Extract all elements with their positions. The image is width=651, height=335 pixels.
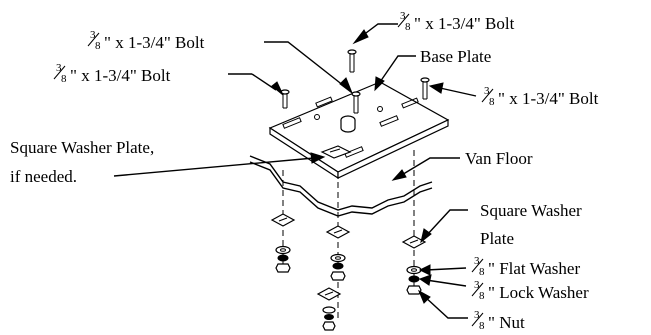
flat-washer: [330, 253, 346, 263]
label-nut: 3 8 " Nut: [471, 309, 525, 332]
nut: [322, 321, 336, 331]
flat-washer: [275, 245, 291, 255]
base-plate-slot: [401, 97, 419, 109]
bolt-right: [420, 77, 430, 100]
label-lock-washer: 3 8 " Lock Washer: [471, 279, 589, 302]
lock-washer: [324, 314, 334, 320]
svg-text:" Lock Washer: " Lock Washer: [488, 283, 589, 302]
base-plate-hole: [314, 114, 320, 120]
nut: [330, 271, 346, 281]
svg-text:3: 3: [56, 62, 62, 74]
base-plate-slot: [282, 117, 302, 129]
svg-text:3: 3: [474, 309, 480, 321]
base-plate: [268, 81, 450, 180]
svg-text:3: 3: [400, 10, 406, 22]
base-plate-slot: [315, 96, 333, 108]
label-bolt-upper-left: 3 8 " x 1-3/4" Bolt: [87, 29, 205, 52]
lock-washer: [408, 275, 420, 283]
svg-text:if needed.: if needed.: [10, 167, 77, 186]
base-plate-hole: [377, 106, 383, 112]
label-flat-washer: 3 8 " Flat Washer: [471, 255, 580, 278]
van-floor: [249, 155, 433, 217]
svg-text:Square Washer: Square Washer: [480, 201, 582, 220]
label-square-washer-plate: Square Washer Plate: [480, 201, 582, 248]
label-van-floor: Van Floor: [465, 149, 533, 168]
label-bolt-right: 3 8 " x 1-3/4" Bolt: [481, 85, 599, 108]
svg-text:" Nut: " Nut: [488, 313, 525, 332]
svg-text:3: 3: [90, 29, 96, 41]
svg-text:3: 3: [484, 85, 490, 97]
svg-text:Plate: Plate: [480, 229, 514, 248]
svg-text:8: 8: [405, 21, 411, 33]
base-plate-slot: [344, 146, 364, 158]
svg-text:8: 8: [479, 290, 485, 302]
svg-text:8: 8: [479, 266, 485, 278]
svg-text:3: 3: [474, 279, 480, 291]
bolt-left: [280, 89, 290, 109]
bolt-top: [347, 49, 357, 73]
svg-text:3: 3: [474, 255, 480, 267]
label-bolt-left: 3 8 " x 1-3/4" Bolt: [53, 62, 171, 85]
label-bolt-top: 3 8 " x 1-3/4" Bolt: [397, 10, 515, 33]
label-base-plate: Base Plate: [420, 47, 491, 66]
flat-washer: [322, 306, 336, 314]
center-boss: [340, 115, 356, 133]
leader-lines: [113, 23, 477, 319]
svg-text:Square Washer Plate,: Square Washer Plate,: [10, 138, 154, 157]
svg-text:8: 8: [61, 73, 67, 85]
label-square-washer-plate-optional: Square Washer Plate, if needed.: [10, 138, 154, 186]
svg-text:8: 8: [479, 320, 485, 332]
lock-washer: [332, 262, 344, 270]
svg-text:8: 8: [489, 96, 495, 108]
bolt-upper-left: [351, 91, 361, 114]
svg-text:" x 1-3/4" Bolt: " x 1-3/4" Bolt: [414, 14, 515, 33]
svg-text:" x 1-3/4" Bolt: " x 1-3/4" Bolt: [70, 66, 171, 85]
svg-text:" x 1-3/4" Bolt: " x 1-3/4" Bolt: [498, 89, 599, 108]
base-plate-slot: [379, 115, 399, 127]
svg-text:" x 1-3/4" Bolt: " x 1-3/4" Bolt: [104, 33, 205, 52]
square-washer-plate-optional: [320, 145, 352, 159]
svg-text:" Flat Washer: " Flat Washer: [488, 259, 580, 278]
hardware-stack-right: [401, 235, 427, 295]
nut: [406, 285, 422, 295]
hardware-stack-left: [270, 213, 296, 273]
svg-text:8: 8: [95, 40, 101, 52]
lock-washer: [277, 254, 289, 262]
nut: [275, 263, 291, 273]
hardware-stack-center: [316, 225, 351, 331]
